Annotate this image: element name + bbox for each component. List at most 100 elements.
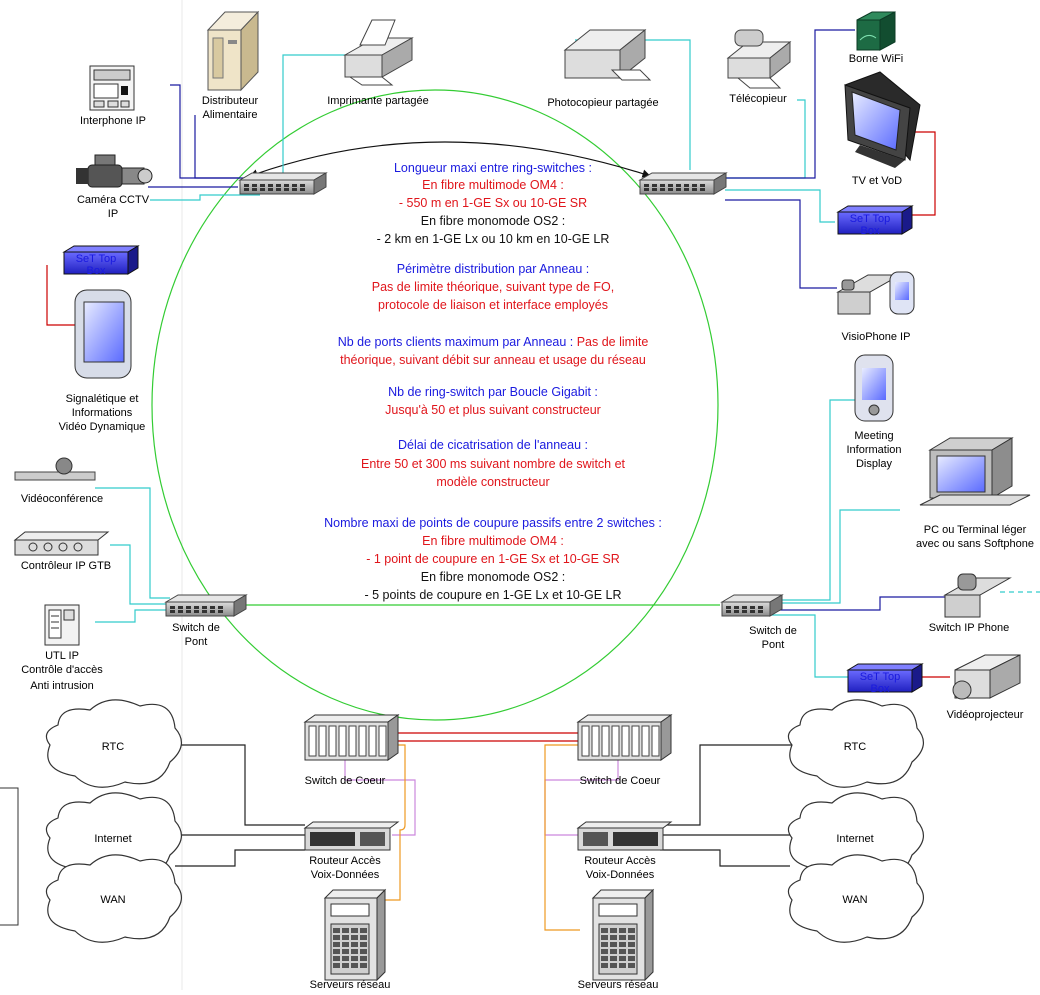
set-top-box-icon-projector xyxy=(846,663,924,693)
label-utl-2: Contrôle d'accès xyxy=(21,664,103,676)
label-serveurs-right: Serveurs réseau xyxy=(578,979,659,990)
switch-port xyxy=(178,606,183,609)
switch-port xyxy=(300,184,305,187)
info-ports-title-tail: Pas de limite xyxy=(573,335,648,349)
vending-machine-icon xyxy=(206,10,260,92)
cloud-wan-right-icon xyxy=(787,854,924,943)
switch-port xyxy=(292,188,297,191)
info-cuts-line-2: - 1 point de coupure en 1-GE Sx et 10-GE… xyxy=(366,552,620,566)
switch-port xyxy=(268,188,273,191)
cloud-internet-right-icon xyxy=(787,792,924,881)
server-bay xyxy=(351,963,358,968)
router-right-icon xyxy=(576,821,673,851)
core-switch-slot xyxy=(621,725,630,757)
server-bay xyxy=(333,935,340,940)
router-left-icon xyxy=(303,821,400,851)
set-top-box-icon-tv xyxy=(836,205,914,235)
label-signaletique-2: Informations xyxy=(72,407,133,419)
switch-port xyxy=(652,184,657,187)
core-switch-slot xyxy=(378,725,387,757)
server-bay xyxy=(360,963,367,968)
server-bay xyxy=(351,942,358,947)
core-switch-slot xyxy=(581,725,590,757)
label-meeting-1: Meeting xyxy=(854,430,893,442)
printer-icon xyxy=(343,19,414,86)
switch-port xyxy=(758,610,763,613)
device-labels: Interphone IP Distributeur Alimentaire I… xyxy=(21,53,1034,991)
interphone-icon xyxy=(89,65,135,111)
server-bay xyxy=(619,942,626,947)
label-distributeur-2: Alimentaire xyxy=(202,109,257,121)
label-settop-projector-1: SeT Top xyxy=(860,671,901,683)
server-bay xyxy=(360,949,367,954)
label-interphone: Interphone IP xyxy=(80,115,146,127)
label-switch-coeur-left: Switch de Coeur xyxy=(305,775,386,787)
switch-port xyxy=(170,610,175,613)
label-tv-vod: TV et VoD xyxy=(852,175,902,187)
server-bay xyxy=(628,956,635,961)
label-serveurs-left: Serveurs réseau xyxy=(310,979,391,990)
server-bay xyxy=(342,942,349,947)
tv-icon xyxy=(844,71,921,168)
video-phone-icon xyxy=(836,271,915,315)
core-switch-slot xyxy=(328,725,337,757)
server-bay xyxy=(601,963,608,968)
label-meeting-2: Information xyxy=(846,444,901,456)
info-ports-line: théorique, suivant débit sur anneau et u… xyxy=(340,353,646,367)
info-perimeter-line-2: protocole de liaison et interface employ… xyxy=(378,298,608,312)
server-bay xyxy=(610,935,617,940)
switch-port xyxy=(276,188,281,191)
switch-port xyxy=(684,184,689,187)
label-meeting-3: Display xyxy=(856,458,893,470)
server-bay xyxy=(619,935,626,940)
switch-port xyxy=(644,184,649,187)
core-switch-slot xyxy=(591,725,600,757)
server-bay xyxy=(619,956,626,961)
server-bay xyxy=(333,949,340,954)
label-settop-tv-2: Box xyxy=(861,225,880,237)
server-bay xyxy=(351,935,358,940)
videoconference-icon xyxy=(14,457,96,481)
info-healing-line-1: Entre 50 et 300 ms suivant nombre de swi… xyxy=(361,457,626,471)
switch-port xyxy=(202,610,207,613)
server-bay xyxy=(351,949,358,954)
server-bay xyxy=(601,928,608,933)
label-settop-projector-2: Box xyxy=(871,683,890,695)
gigabit-ring xyxy=(151,89,719,721)
server-bay xyxy=(601,956,608,961)
cloud-rtc-left-icon xyxy=(45,699,182,788)
label-cloud-rtc-left: RTC xyxy=(102,741,124,753)
switch-port xyxy=(194,606,199,609)
info-cuts-line-3: En fibre monomode OS2 : xyxy=(421,570,566,584)
switch-port xyxy=(684,188,689,191)
switch-port xyxy=(700,188,705,191)
switch-port xyxy=(742,610,747,613)
server-bay xyxy=(619,963,626,968)
ring-distance-arrow xyxy=(249,141,651,178)
label-pc-1: PC ou Terminal léger xyxy=(924,524,1027,536)
info-ports-title: Nb de ports clients maximum par Anneau : xyxy=(338,335,574,349)
switch-port xyxy=(726,610,731,613)
server-bay xyxy=(342,949,349,954)
label-switch-pont-right-1: Switch de xyxy=(749,625,797,637)
ring-info-text: Longueur maxi entre ring-switches : En f… xyxy=(324,161,662,602)
server-bay xyxy=(610,963,617,968)
label-cloud-wan-right: WAN xyxy=(842,894,867,906)
switch-port xyxy=(284,184,289,187)
switch-port xyxy=(268,184,273,187)
server-bay xyxy=(619,928,626,933)
info-perimeter-line-1: Pas de limite théorique, suivant type de… xyxy=(372,280,615,294)
server-bay xyxy=(360,942,367,947)
server-bay xyxy=(351,928,358,933)
info-cuts-title: Nombre maxi de points de coupure passifs… xyxy=(324,516,662,530)
switch-port xyxy=(660,188,665,191)
switch-port xyxy=(260,184,265,187)
switch-port xyxy=(252,184,257,187)
core-switch-slot xyxy=(348,725,357,757)
switch-port xyxy=(300,188,305,191)
core-switch-slot xyxy=(611,725,620,757)
partial-frame xyxy=(0,787,19,926)
switch-port xyxy=(726,606,731,609)
switch-port xyxy=(652,188,657,191)
